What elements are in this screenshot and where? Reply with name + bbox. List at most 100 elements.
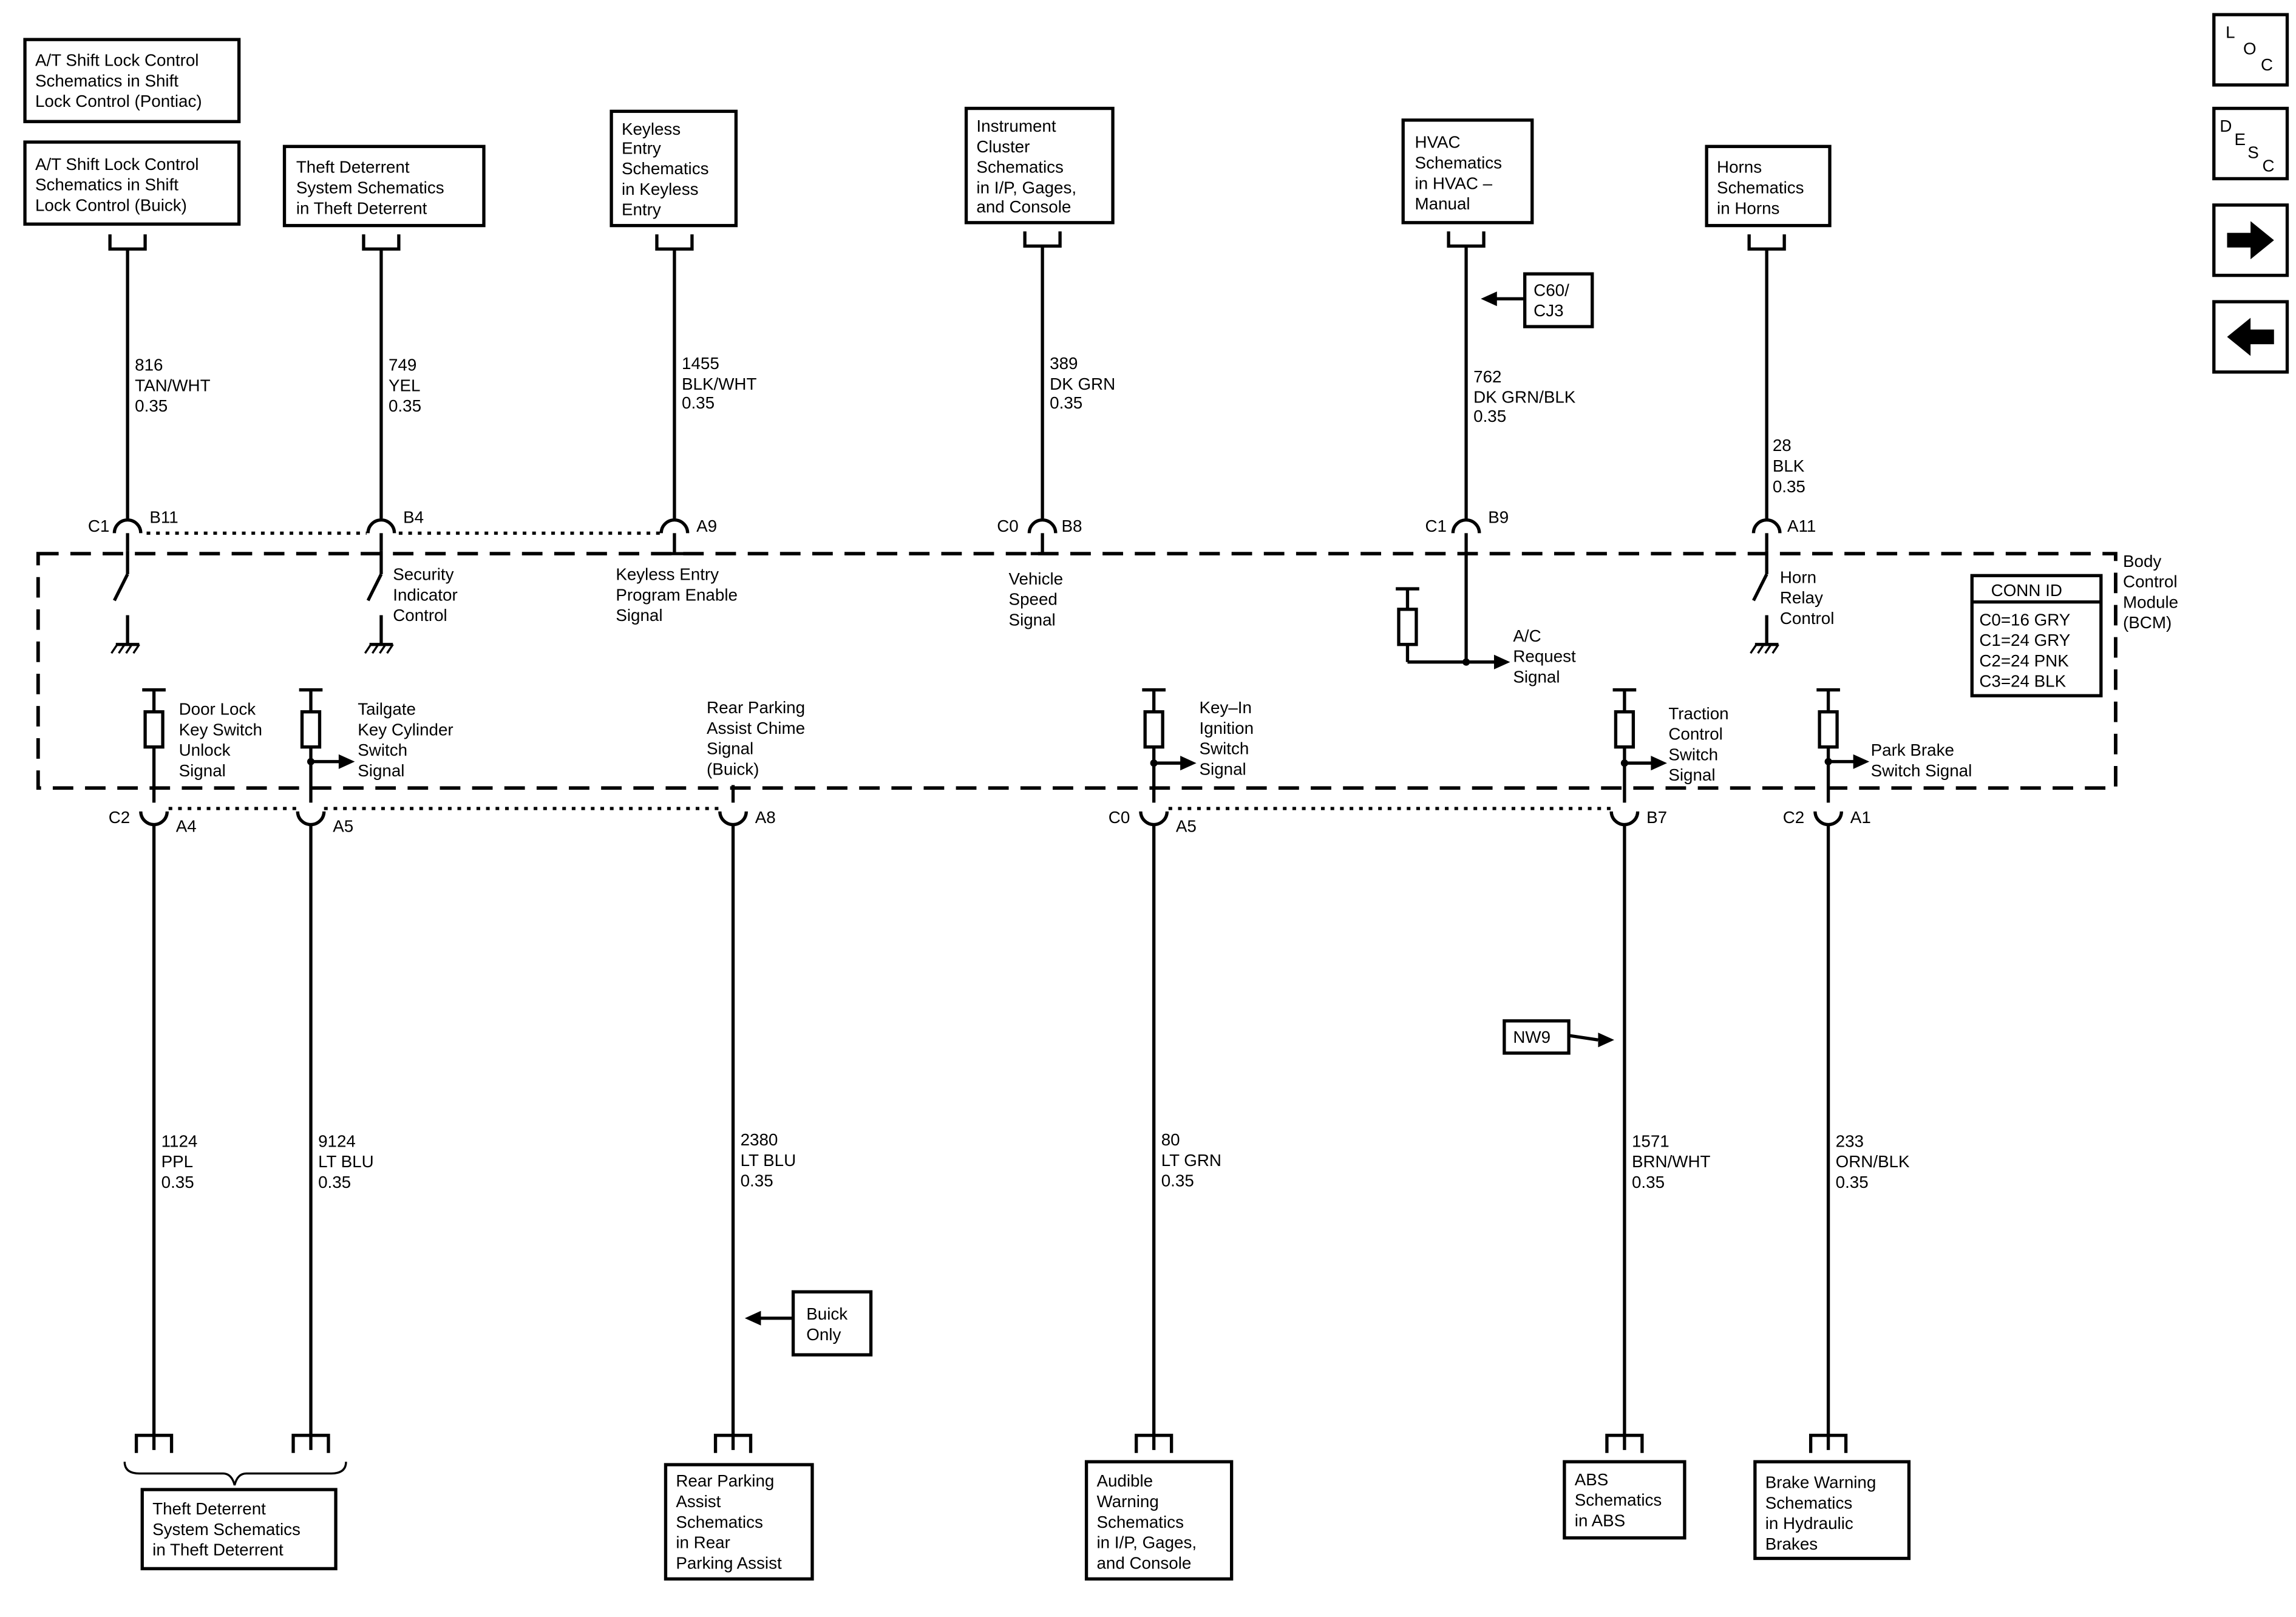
ref-line: Entry — [622, 200, 661, 219]
ref-audible-warning[interactable]: Audible Warning Schematics in I/P, Gages… — [1084, 1460, 1234, 1581]
svg-text:NW9: NW9 — [1513, 1028, 1550, 1046]
wire-label-9124: 9124 LT BLU 0.35 — [318, 1131, 374, 1192]
svg-text:LT GRN: LT GRN — [1161, 1151, 1221, 1170]
conn-id-row: C3=24 BLK — [1979, 672, 2066, 691]
svg-text:Signal: Signal — [358, 761, 404, 780]
option-tag-buick-only: Buick Only — [744, 1290, 873, 1357]
ref-line: in I/P, Gages, — [976, 178, 1076, 197]
svg-text:DK GRN/BLK: DK GRN/BLK — [1473, 388, 1576, 407]
svg-text:Assist Chime: Assist Chime — [707, 719, 805, 737]
ref-line: HVAC — [1415, 133, 1461, 152]
forward-button[interactable] — [2212, 203, 2289, 277]
svg-text:(BCM): (BCM) — [2123, 613, 2172, 632]
svg-text:Signal: Signal — [1200, 760, 1246, 779]
ref-line: Schematics — [1096, 1513, 1183, 1531]
svg-text:Horn: Horn — [1780, 568, 1816, 586]
connector-1455-top — [655, 234, 694, 251]
ref-theft-deterrent-top[interactable]: Theft Deterrent System Schematics in The… — [282, 144, 486, 228]
svg-text:1455: 1455 — [682, 354, 719, 373]
svg-text:0.35: 0.35 — [741, 1171, 773, 1190]
svg-text:749: 749 — [389, 356, 416, 375]
ref-line: in Keyless — [622, 180, 699, 198]
ref-theft-deterrent-bottom[interactable]: Theft Deterrent System Schematics in The… — [140, 1488, 338, 1571]
ref-line: Schematics — [1765, 1493, 1852, 1512]
svg-text:A/C: A/C — [1513, 626, 1541, 645]
pin-label-b7: B7 — [1646, 808, 1667, 827]
wire-label-762: 762 DK GRN/BLK 0.35 — [1473, 367, 1576, 425]
ref-hvac-manual[interactable]: HVAC Schematics in HVAC – Manual — [1401, 118, 1534, 225]
switch-to-ground-b4 — [364, 551, 394, 654]
ref-brake-warning[interactable]: Brake Warning Schematics in Hydraulic Br… — [1753, 1460, 1911, 1561]
ref-line: in Theft Deterrent — [296, 198, 427, 217]
switch-to-ground-a11 — [1750, 551, 1779, 654]
ref-shift-lock-pontiac[interactable]: A/T Shift Lock Control Schematics in Shi… — [23, 38, 241, 123]
svg-text:1571: 1571 — [1632, 1131, 1669, 1150]
ref-line: Parking Assist — [676, 1553, 782, 1572]
connector-1124-bottom — [134, 1434, 174, 1453]
ref-line: Warning — [1096, 1492, 1158, 1511]
svg-text:2380: 2380 — [741, 1130, 778, 1149]
svg-text:LT BLU: LT BLU — [318, 1152, 374, 1171]
ref-keyless-entry[interactable]: Keyless Entry Schematics in Keyless Entr… — [610, 109, 738, 228]
svg-text:Indicator: Indicator — [393, 585, 457, 604]
pin-label-b8: B8 — [1062, 517, 1082, 535]
wire-label-1455: 1455 BLK/WHT 0.35 — [682, 354, 756, 412]
ref-abs[interactable]: ABS Schematics in ABS — [1563, 1460, 1686, 1540]
conn-id-title: CONN ID — [1991, 581, 2062, 600]
pullup-traction — [1612, 688, 1667, 803]
ref-line: Brakes — [1765, 1534, 1818, 1553]
svg-text:Rear Parking: Rear Parking — [707, 698, 805, 717]
svg-text:0.35: 0.35 — [135, 396, 168, 415]
svg-text:Module: Module — [2123, 592, 2178, 611]
pin-label-a5: A5 — [1176, 817, 1197, 836]
svg-text:Relay: Relay — [1780, 588, 1823, 607]
signal-label-keyless-entry: Keyless Entry Program Enable Signal — [616, 565, 738, 625]
svg-text:762: 762 — [1473, 367, 1501, 386]
wire-label-389: 389 DK GRN 0.35 — [1050, 354, 1115, 412]
svg-text:0.35: 0.35 — [1473, 407, 1506, 425]
ref-line: Lock Control (Pontiac) — [35, 92, 202, 110]
ref-line: Schematics — [1415, 154, 1502, 172]
ref-line: in I/P, Gages, — [1096, 1533, 1197, 1552]
pin-label-c0: C0 — [1109, 808, 1130, 827]
connector-816-top — [108, 234, 147, 251]
brace-theft-deterrent — [123, 1462, 347, 1486]
back-button[interactable] — [2212, 300, 2289, 374]
svg-text:Signal: Signal — [1668, 765, 1715, 784]
ref-line: Audible — [1096, 1471, 1153, 1490]
ref-shift-lock-buick[interactable]: A/T Shift Lock Control Schematics in Shi… — [23, 140, 241, 226]
svg-text:389: 389 — [1050, 354, 1078, 373]
svg-text:0.35: 0.35 — [318, 1173, 351, 1192]
svg-text:Control: Control — [393, 606, 447, 625]
svg-text:Switch: Switch — [358, 741, 407, 759]
desc-letter-e: E — [2235, 130, 2246, 149]
svg-text:BLK/WHT: BLK/WHT — [682, 375, 756, 393]
desc-button[interactable]: D E S C — [2212, 106, 2289, 181]
svg-text:Key Switch: Key Switch — [179, 720, 262, 739]
svg-text:80: 80 — [1161, 1130, 1180, 1149]
svg-text:Unlock: Unlock — [179, 741, 231, 759]
ref-rear-parking-assist[interactable]: Rear Parking Assist Schematics in Rear P… — [664, 1463, 814, 1581]
svg-text:0.35: 0.35 — [389, 396, 421, 415]
conn-id-table: CONN ID C0=16 GRY C1=24 GRY C2=24 PNK C3… — [1970, 574, 2103, 697]
wire-label-749: 749 YEL 0.35 — [389, 356, 421, 416]
ref-instrument-cluster[interactable]: Instrument Cluster Schematics in I/P, Ga… — [964, 106, 1115, 225]
ref-line: System Schematics — [296, 178, 444, 197]
svg-text:Keyless Entry: Keyless Entry — [616, 565, 719, 584]
ref-line: Assist — [676, 1492, 721, 1511]
pin-label-b9: B9 — [1488, 507, 1509, 526]
loc-button[interactable]: L O C — [2212, 13, 2289, 87]
svg-text:Vehicle: Vehicle — [1009, 569, 1064, 588]
svg-text:0.35: 0.35 — [682, 393, 715, 412]
ref-line: Instrument — [976, 117, 1056, 135]
ref-line: Entry — [622, 138, 661, 157]
svg-text:Program Enable: Program Enable — [616, 585, 738, 604]
pin-label-c2: C2 — [109, 808, 130, 827]
pin-label-a5: A5 — [333, 817, 353, 836]
desc-letter-c: C — [2262, 156, 2274, 175]
ref-horns[interactable]: Horns Schematics in Horns — [1705, 144, 1832, 228]
pullup-tailgate — [299, 688, 355, 803]
wire-label-1571: 1571 BRN/WHT 0.35 — [1632, 1131, 1711, 1192]
signal-label-ac-request: A/C Request Signal — [1513, 626, 1576, 686]
